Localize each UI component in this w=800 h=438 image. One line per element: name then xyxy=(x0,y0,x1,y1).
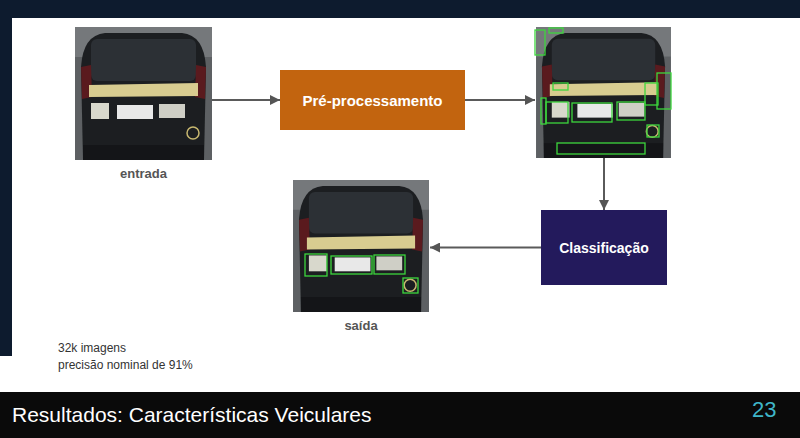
image-node: entrada xyxy=(75,27,212,160)
note-text: precisão nominal de 91% xyxy=(58,358,193,372)
top-band xyxy=(0,0,800,18)
vehicle-photo xyxy=(293,180,429,312)
process-box: Pré-processamento xyxy=(280,70,465,130)
slide-number: 23 xyxy=(752,397,776,423)
box-label: Classificação xyxy=(559,240,649,256)
image-caption: saída xyxy=(272,318,450,333)
flow-arrow xyxy=(430,247,541,249)
side-band xyxy=(0,0,12,356)
footer-band xyxy=(0,392,800,438)
vehicle-photo xyxy=(535,27,671,158)
process-box: Classificação xyxy=(541,210,667,285)
flow-arrow xyxy=(465,99,535,101)
image-node: saída xyxy=(292,180,430,312)
image-node xyxy=(535,27,672,158)
slide-title: Resultados: Características Veiculares xyxy=(12,403,372,427)
vehicle-photo xyxy=(75,27,212,160)
flow-arrow xyxy=(603,158,605,210)
image-caption: entrada xyxy=(55,166,232,181)
flow-arrow xyxy=(212,99,280,101)
box-label: Pré-processamento xyxy=(302,92,442,109)
note-text: 32k imagens xyxy=(58,341,126,355)
